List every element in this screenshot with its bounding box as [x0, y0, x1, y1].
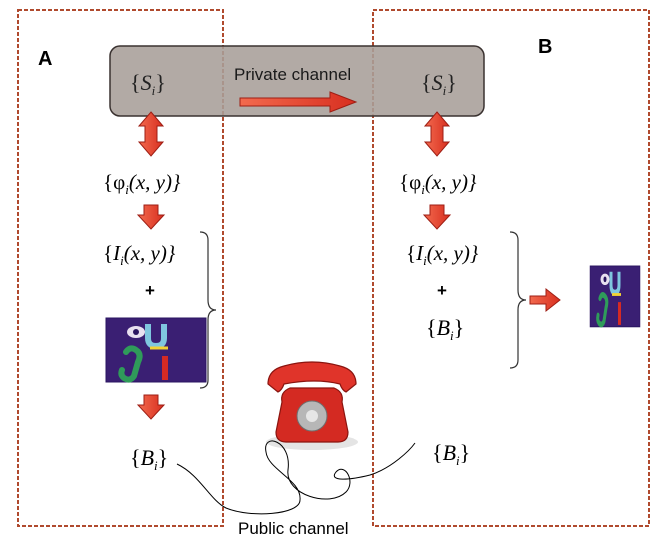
down-arrow-icon	[137, 204, 165, 230]
double-arrow-icon	[424, 111, 450, 157]
phi-right: {φi(x, y)}	[399, 170, 477, 197]
s-i-right: {Si}	[421, 70, 457, 98]
b-i-right-bottom: {Bi}	[432, 440, 470, 468]
intensity-left: {Ii(x, y)}	[103, 241, 176, 268]
party-a-label: A	[38, 48, 52, 70]
b-i-right-top: {Bi}	[426, 315, 464, 343]
down-arrow-icon	[137, 394, 165, 420]
public-channel-label: Public channel	[238, 519, 349, 538]
down-arrow-icon	[423, 204, 451, 230]
party-a-box	[17, 9, 224, 527]
party-b-box	[372, 9, 650, 527]
private-channel-label: Private channel	[234, 65, 351, 84]
face-image	[590, 266, 640, 327]
brace-right	[509, 231, 527, 369]
phi-left: {φi(x, y)}	[103, 170, 181, 197]
plus-right: +	[437, 281, 447, 300]
right-arrow-icon	[529, 287, 561, 313]
brace-left	[199, 231, 217, 389]
right-arrow-icon	[239, 91, 358, 113]
private-channel-box	[109, 45, 485, 117]
telephone-icon	[266, 361, 358, 450]
party-b-label: B	[538, 36, 552, 58]
public-channel-wire	[176, 440, 416, 515]
s-i-left: {Si}	[130, 70, 166, 98]
plus-left: +	[145, 281, 155, 300]
intensity-right: {Ii(x, y)}	[406, 241, 479, 268]
face-image	[106, 318, 206, 382]
b-i-left: {Bi}	[130, 445, 168, 473]
double-arrow-icon	[138, 111, 164, 157]
